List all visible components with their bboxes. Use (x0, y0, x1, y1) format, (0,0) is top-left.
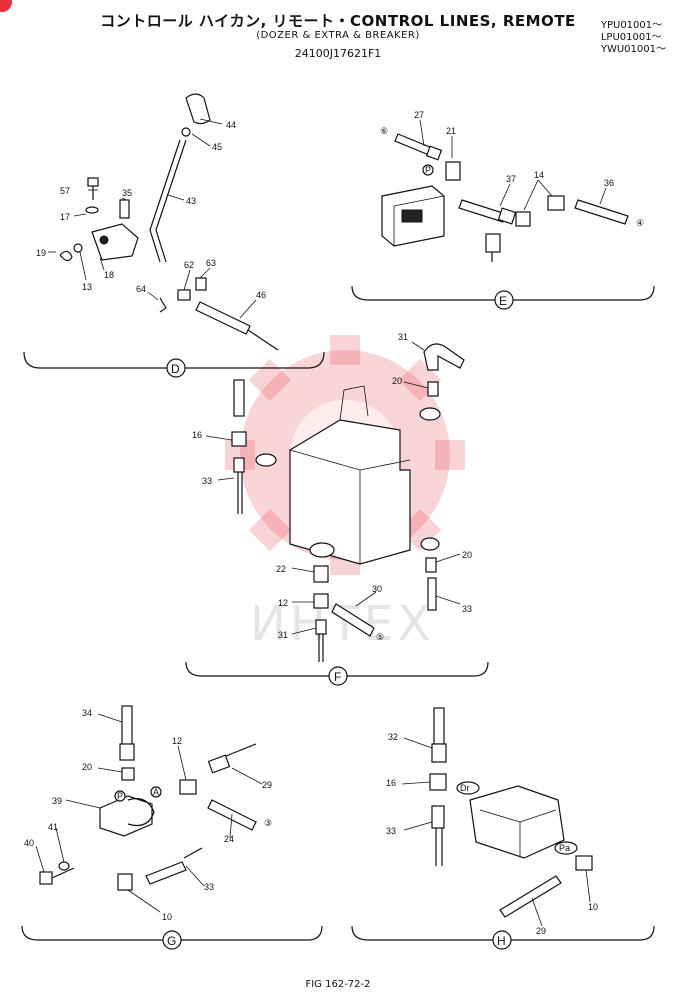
callout: 20 (82, 762, 92, 772)
callout: ③ (264, 818, 272, 828)
callout: 20 (392, 376, 402, 386)
callout: 62 (184, 260, 194, 270)
section-label: G (167, 934, 176, 948)
callout: 33 (386, 826, 396, 836)
callout: 27 (414, 110, 424, 120)
callout: 10 (162, 912, 172, 922)
section-f: 31 20 16 33 22 12 30 31 20 33 ⑤ F (185, 332, 489, 686)
callout: 12 (172, 736, 182, 746)
serial-range: YPU01001～ (600, 20, 663, 31)
section-label: D (171, 362, 180, 376)
port-tag: P (117, 791, 123, 801)
callout: 57 (60, 186, 70, 196)
callout: 10 (588, 902, 598, 912)
callout: ④ (636, 218, 644, 228)
callout: 22 (276, 564, 286, 574)
part-number: 24100J17621F1 (294, 47, 382, 60)
section-label: H (497, 934, 506, 948)
port-tag: Dr (460, 783, 470, 793)
page-subtitle: (DOZER & EXTRA & BREAKER) (256, 30, 420, 41)
watermark-text: ИНТЕХ (250, 596, 435, 652)
callout: 31 (278, 630, 288, 640)
callout: 18 (104, 270, 114, 280)
callout: 20 (462, 550, 472, 560)
callout: 16 (386, 778, 396, 788)
callout: 32 (388, 732, 398, 742)
callout: ⑤ (376, 632, 384, 642)
port-tag: Pa (559, 843, 570, 853)
section-h: Dr Pa 32 16 33 10 29 H (351, 707, 655, 950)
section-label: E (499, 294, 507, 308)
section-g: P A 34 12 20 29 39 41 4 (21, 705, 323, 950)
callout: 45 (212, 142, 222, 152)
callout: 33 (462, 604, 472, 614)
callout: 14 (534, 170, 544, 180)
callout: 16 (192, 430, 202, 440)
callout: 17 (60, 212, 70, 222)
page-title: コントロール ハイカン, リモート・CONTROL LINES, REMOTE (100, 12, 576, 30)
svg-text:P: P (425, 165, 431, 175)
callout: 19 (36, 248, 46, 258)
callout: 29 (262, 780, 272, 790)
callout: 31 (398, 332, 408, 342)
callout: 43 (186, 196, 196, 206)
callout: 41 (48, 822, 58, 832)
callout: 44 (226, 120, 236, 130)
callout: 29 (536, 926, 546, 936)
callout: 39 (52, 796, 62, 806)
figure-id: FIG 162-72-2 (305, 979, 371, 990)
callout: 24 (224, 834, 234, 844)
callout: 35 (122, 188, 132, 198)
callout: 34 (82, 708, 92, 718)
callout: ⑥ (380, 126, 388, 136)
callout: 13 (82, 282, 92, 292)
callout: 64 (136, 284, 146, 294)
callout: 36 (604, 178, 614, 188)
section-d: 44 45 43 57 17 35 19 13 18 62 63 64 46 D (23, 93, 325, 378)
callout: 40 (24, 838, 34, 848)
callout: 12 (278, 598, 288, 608)
section-label: F (334, 670, 341, 684)
callout: 37 (506, 174, 516, 184)
corner-badge (0, 0, 12, 12)
callout: 33 (204, 882, 214, 892)
callout: 63 (206, 258, 216, 268)
section-e: P 27 21 37 14 36 ⑥ ④ E (351, 110, 655, 310)
callout: 21 (446, 126, 456, 136)
callout: 33 (202, 476, 212, 486)
callout: 30 (372, 584, 382, 594)
port-tag: A (153, 787, 159, 797)
serial-range: LPU01001～ (600, 32, 662, 43)
callout: 46 (256, 290, 266, 300)
serial-ranges: YPU01001～ LPU01001～ YWU01001～ (601, 20, 666, 56)
serial-range: YWU01001～ (600, 44, 666, 55)
